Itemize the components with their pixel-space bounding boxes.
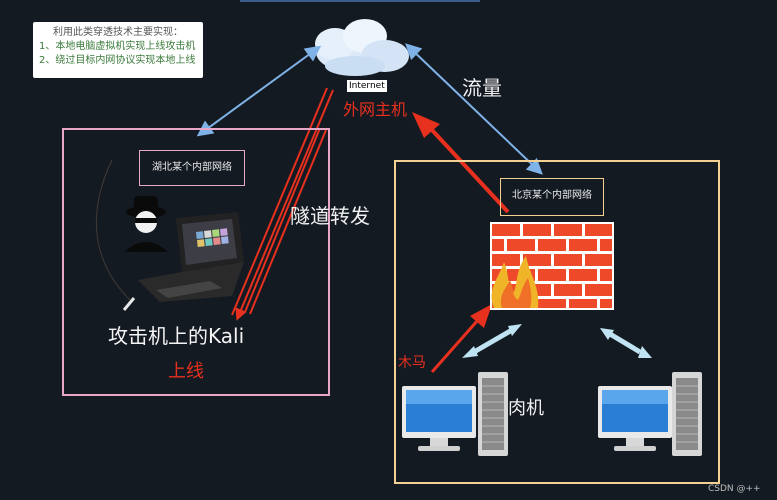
note-title: 利用此类穿透技术主要实现： xyxy=(53,27,183,38)
traffic-label: 流量 xyxy=(462,76,502,100)
firewall-link-right xyxy=(600,328,652,358)
cloud-icon xyxy=(315,19,409,76)
laptop-icon xyxy=(138,212,244,302)
note-box: 利用此类穿透技术主要实现： 1、本地电脑虚拟机实现上线攻击机 2、绕过目标内网协… xyxy=(33,22,203,78)
firewall-link-left xyxy=(462,324,522,358)
trojan-arrow xyxy=(430,304,492,373)
attacker-kali-label: 攻击机上的Kali xyxy=(108,324,245,348)
outer-host-label: 外网主机 xyxy=(343,100,408,119)
pen-icon xyxy=(122,297,136,311)
note-line-2: 2、绕过目标内网协议实现本地上线 xyxy=(39,55,196,66)
zombie-label: 肉机 xyxy=(508,398,544,419)
computer-icon-left xyxy=(402,372,508,456)
trojan-label: 木马 xyxy=(398,355,426,371)
top-bar xyxy=(240,0,480,2)
beijing-network-label: 北京某个内部网络 xyxy=(500,178,604,216)
firewall-to-host-arrow xyxy=(412,112,510,214)
tunnel-arrow xyxy=(231,87,334,321)
online-label: 上线 xyxy=(168,361,204,382)
tunnel-label: 隧道转发 xyxy=(290,204,370,228)
computer-icon-right xyxy=(598,372,702,456)
internet-label: Internet xyxy=(347,80,387,92)
hubei-network-label: 湖北某个内部网络 xyxy=(139,150,245,186)
link-cloud-beijing xyxy=(405,43,543,175)
firewall-icon xyxy=(490,222,614,310)
hacker-icon xyxy=(124,196,168,252)
note-line-1: 1、本地电脑虚拟机实现上线攻击机 xyxy=(39,41,196,52)
hubei-network-frame xyxy=(62,128,330,396)
link-cloud-hubei xyxy=(196,45,322,137)
beijing-network-frame xyxy=(394,160,720,484)
watermark: CSDN @++ xyxy=(708,484,761,494)
